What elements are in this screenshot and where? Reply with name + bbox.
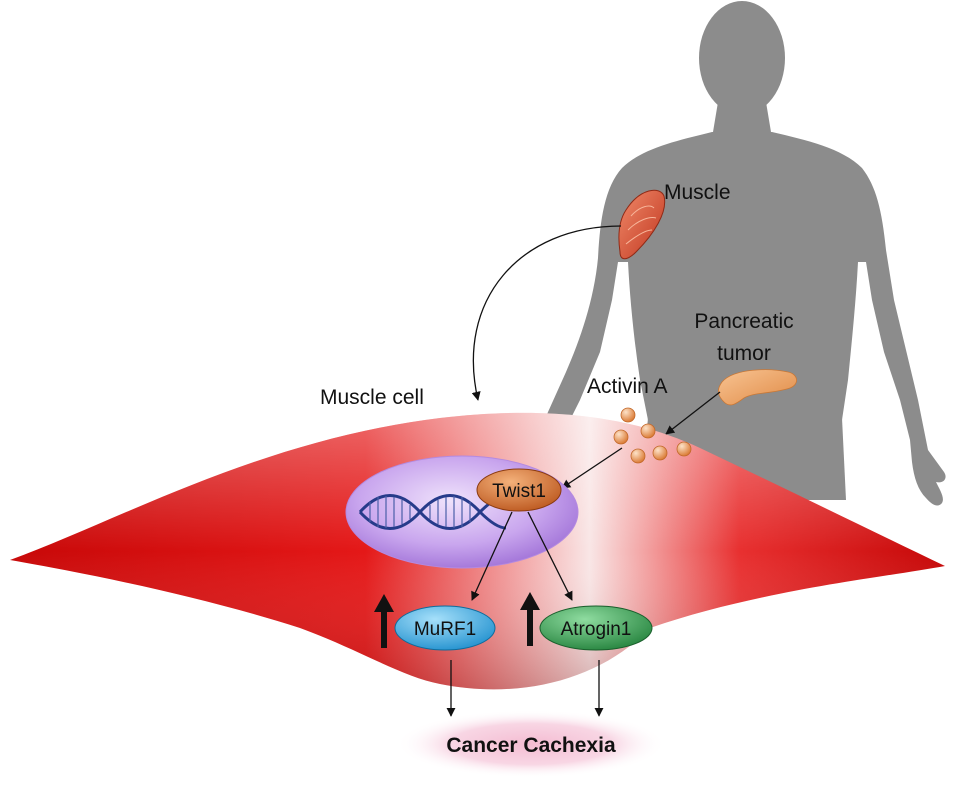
twist1-to-atrogin1-arrow [527,511,573,601]
tumor-to-activin-arrow [665,391,721,435]
murf1-up-arrow-icon [374,594,394,648]
pancreatic-tumor-label-line1: Pancreatic [694,310,793,333]
twist1-node: Twist1 [476,468,562,512]
murf1-node: MuRF1 [394,605,496,651]
twist1-to-murf1-arrow [471,511,513,601]
pancreatic-tumor-label-line2: tumor [717,342,771,365]
cancer-cachexia-box: Cancer Cachexia [396,710,666,778]
pancreas-icon [718,369,797,406]
atrogin1-node: Atrogin1 [539,605,653,651]
muscle-label: Muscle [664,181,731,204]
muscle-cell-label: Muscle cell [320,386,424,409]
muscle-organ-icon [618,189,666,260]
cancer-cachexia-label: Cancer Cachexia [446,734,616,757]
activin-a-particles [613,407,692,464]
muscle-to-cell-arrow [471,225,622,401]
murf1-label: MuRF1 [414,619,476,640]
activin-to-twist1-arrow [561,447,623,489]
activin-a-label: Activin A [587,375,668,398]
atrogin1-up-arrow-icon [520,592,540,646]
atrogin1-label: Atrogin1 [561,619,632,640]
twist1-label: Twist1 [492,481,546,502]
